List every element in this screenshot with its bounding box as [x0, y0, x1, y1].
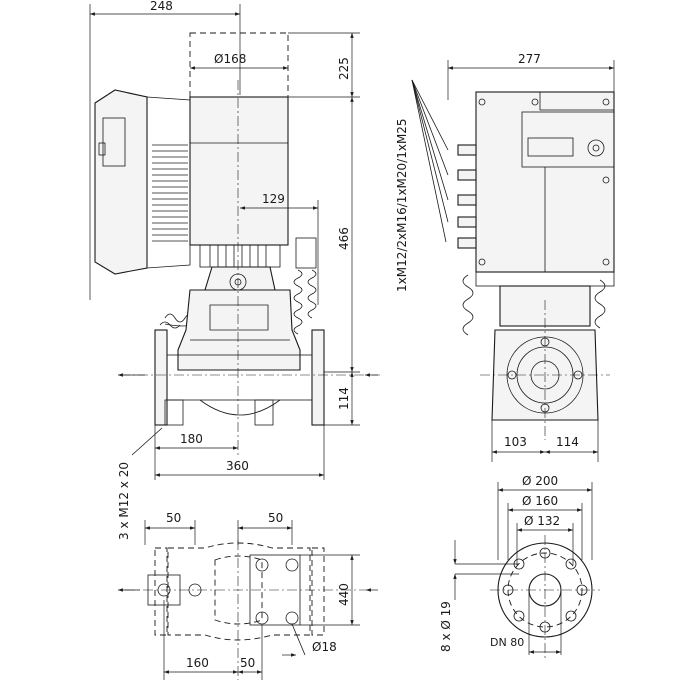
foot-hole [285, 611, 299, 625]
dim-114-side-label: 114 [337, 387, 351, 410]
pipe-body [166, 354, 313, 401]
dim-440-label: 440 [337, 583, 351, 606]
screw [602, 176, 610, 184]
foot-hole [285, 558, 299, 572]
module-display [102, 117, 126, 167]
footprint-inner [214, 555, 263, 625]
module-screen [527, 137, 574, 157]
volute-bottom [199, 399, 281, 416]
hole-leader [291, 623, 306, 656]
dn80-label: DN 80 [490, 636, 524, 649]
module-base [475, 271, 615, 287]
gland-leaders [411, 79, 449, 243]
screw-leader [131, 427, 163, 456]
dim-200-label: Ø 200 [522, 474, 558, 488]
flange-detail: Ø 200 Ø 160 Ø 132 8 x Ø 19 [439, 474, 600, 660]
dim-114-front-label: 114 [556, 435, 579, 449]
cable-coil-right [293, 269, 303, 335]
cable-coil-left-2 [159, 321, 181, 329]
control-knob-center [592, 144, 600, 152]
screw [531, 98, 539, 106]
front-view: 277 1xM12/2xM16/1xM20/1xM25 [395, 52, 615, 462]
front-cable-coil-left [462, 274, 474, 336]
electronic-module [94, 89, 148, 275]
foot-middle [254, 399, 274, 426]
dim-18-label: Ø18 [312, 640, 337, 654]
dim-180-label: 180 [180, 432, 203, 446]
dim-132-label: Ø 132 [524, 514, 560, 528]
module-top-panel [539, 91, 615, 111]
front-cable-coil-right [594, 279, 606, 329]
footprint-view: 50 50 440 160 50 [118, 511, 378, 680]
cooling-fins [152, 144, 188, 242]
cable-gland-label: 1xM12/2xM16/1xM20/1xM25 [395, 118, 409, 292]
dim-248-label: 248 [150, 0, 173, 13]
motor-lower-fins [209, 245, 267, 267]
cable-glands [457, 144, 477, 249]
lantern [204, 266, 276, 291]
foot-left [164, 399, 184, 426]
dim-50-bottom-label: 50 [240, 656, 255, 670]
cable-coil-right-2 [307, 269, 317, 319]
screw [478, 98, 486, 106]
dim-50-left-label: 50 [166, 511, 181, 525]
side-view: 248 Ø168 225 466 114 [89, 0, 380, 540]
dim-160-flange-label: Ø 160 [522, 494, 558, 508]
module-button [98, 142, 106, 156]
footprint-flange-left [154, 547, 168, 636]
flange-right [311, 329, 325, 426]
dim-277-label: 277 [518, 52, 541, 66]
terminal-box [295, 237, 317, 269]
module-display-panel [521, 111, 615, 168]
motor-body [189, 96, 289, 246]
dim-103-label: 103 [504, 435, 527, 449]
foot-hole [255, 611, 269, 625]
pump-casing-detail [209, 304, 269, 331]
dim-466-label: 466 [337, 227, 351, 250]
foot-hole [255, 558, 269, 572]
control-knob [587, 139, 605, 157]
screw [602, 258, 610, 266]
dim-160-label: 160 [186, 656, 209, 670]
holes-label: 8 x Ø 19 [439, 601, 453, 652]
dim-360-label: 360 [226, 459, 249, 473]
motor-lower-section [199, 244, 281, 268]
screw [478, 258, 486, 266]
dim-225-label: 225 [337, 57, 351, 80]
screw-label: 3 x M12 x 20 [117, 462, 131, 540]
dim-168-label: Ø168 [214, 52, 246, 66]
module-side [146, 96, 191, 269]
dim-50-right-label: 50 [268, 511, 283, 525]
footprint-outline [167, 542, 311, 641]
dim-129-label: 129 [262, 192, 285, 206]
footprint-flange-right [311, 547, 325, 636]
screw [602, 98, 610, 106]
